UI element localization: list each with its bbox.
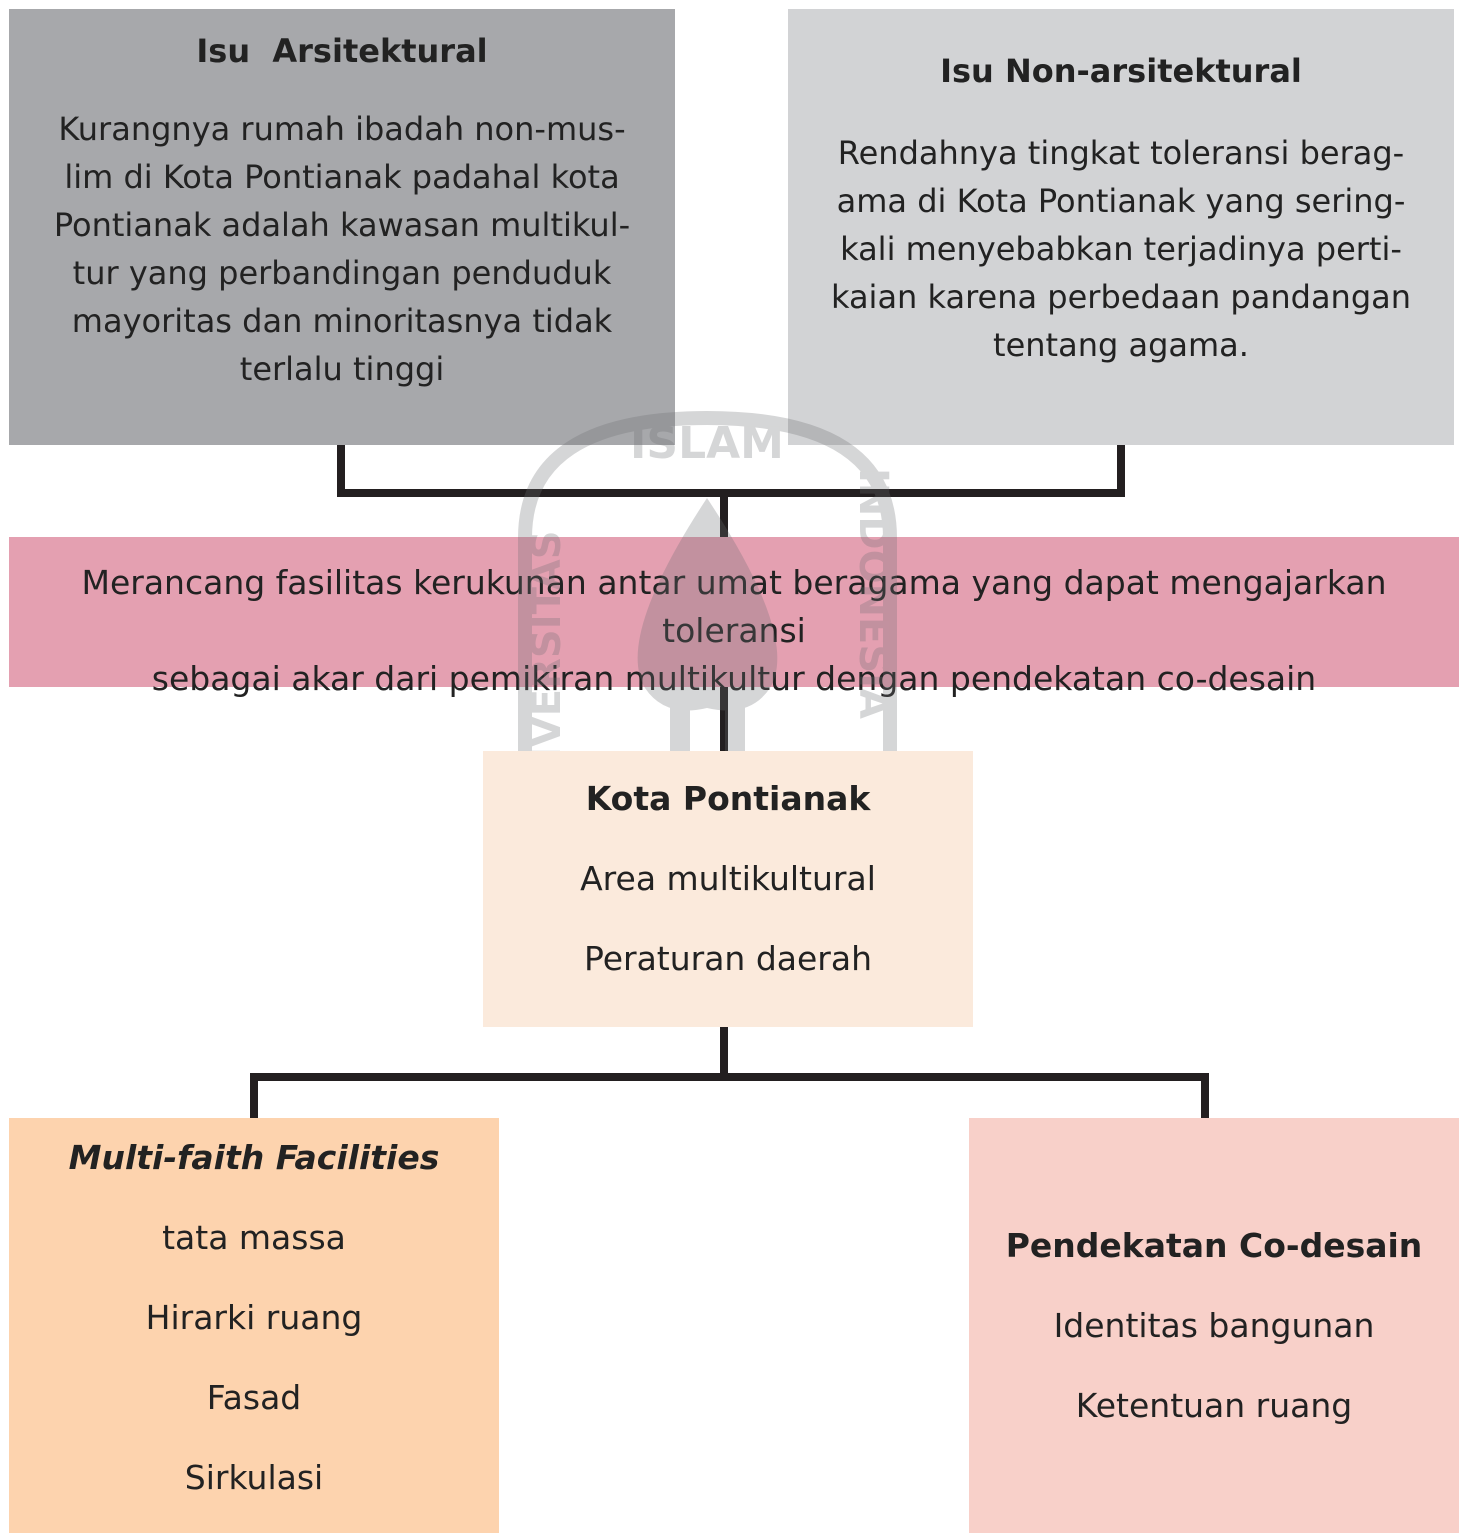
multi-faith-item: Hirarki ruang — [145, 1298, 363, 1337]
co-desain-item: Ketentuan ruang — [1075, 1386, 1353, 1425]
multi-faith-facilities-box: Multi-faith Facilities tata massa Hirark… — [9, 1118, 499, 1533]
connector-issues-join — [337, 445, 1125, 497]
text-line: mayoritas dan minoritasnya tidak — [71, 302, 613, 340]
kota-pontianak-title: Kota Pontianak — [585, 779, 871, 818]
text-line: Pontianak adalah kawasan multikul- — [53, 206, 631, 244]
text-line: Kurangnya rumah ibadah non-mus- — [58, 110, 626, 148]
watermark-text-top: ISLAM — [630, 418, 784, 469]
kota-item: Area multikultural — [580, 859, 876, 898]
text-line: terlalu tinggi — [239, 350, 445, 388]
isu-arsitektural-text: Kurangnya rumah ibadah non-mus- lim di K… — [39, 105, 645, 393]
multi-faith-item: Fasad — [206, 1378, 302, 1417]
isu-non-arsitektural-title: Isu Non-arsitektural — [940, 52, 1302, 90]
isu-non-arsitektural-box: Isu Non-arsitektural Rendahnya tingkat t… — [788, 9, 1454, 445]
co-desain-title: Pendekatan Co-desain — [1005, 1226, 1423, 1265]
text-line: ama di Kota Pontianak yang sering- — [836, 182, 1406, 220]
kota-item: Peraturan daerah — [583, 939, 873, 978]
text-line: tur yang perbandingan penduduk — [72, 254, 612, 292]
text-line: Merancang fasilitas kerukunan antar umat… — [81, 563, 1387, 650]
connector-kota-split — [250, 1073, 1209, 1118]
text-line: tentang agama. — [993, 326, 1249, 364]
watermark-text-right: INDONESIA — [850, 468, 896, 719]
co-desain-item: Identitas bangunan — [1053, 1306, 1375, 1345]
multi-faith-item: Sirkulasi — [184, 1458, 324, 1497]
text-line: sebagai akar dari pemikiran multikultur … — [151, 659, 1317, 698]
multi-faith-title: Multi-faith Facilities — [68, 1138, 440, 1177]
text-line: Rendahnya tingkat toleransi berag- — [837, 134, 1405, 172]
text-line: lim di Kota Pontianak padahal kota — [64, 158, 620, 196]
kota-pontianak-box: Kota Pontianak Area multikultural Peratu… — [483, 751, 973, 1027]
design-goal-box: Merancang fasilitas kerukunan antar umat… — [9, 537, 1459, 698]
pendekatan-co-desain-box: Pendekatan Co-desain Identitas bangunan … — [969, 1118, 1459, 1533]
design-goal-text: Merancang fasilitas kerukunan antar umat… — [19, 559, 1449, 703]
text-line: kali menyebabkan terjadinya perti- — [840, 230, 1402, 268]
isu-arsitektural-title: Isu Arsitektural — [196, 32, 488, 70]
isu-arsitektural-box: Isu Arsitektural Kurangnya rumah ibadah … — [9, 9, 675, 445]
text-line: kaian karena perbedaan pandangan — [830, 278, 1412, 316]
multi-faith-item: tata massa — [162, 1218, 346, 1257]
isu-non-arsitektural-text: Rendahnya tingkat toleransi berag- ama d… — [818, 129, 1424, 369]
